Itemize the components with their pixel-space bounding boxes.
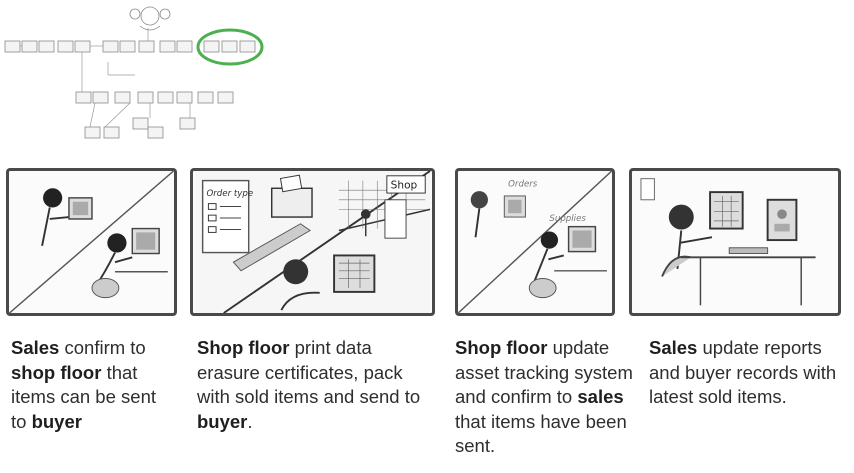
caption-step-4: Sales update reports and buyer records w… [649,336,849,410]
caption-4-part-1: Sales [649,337,698,358]
storyboard-panel-1 [6,168,177,316]
caption-2-part-3: buyer [197,410,248,432]
caption-step-1: Sales confirm to shop floor that items c… [11,336,176,434]
caption-2-part-2: print data erasure certificates, pack wi… [197,337,421,407]
sketch-label-orders: Orders [508,179,538,189]
sketch-shop-floor-print: Order type Shop [194,171,431,313]
caption-1-part-2: confirm to [59,337,146,358]
storyboard-overview [0,0,280,150]
sketch-label-order-type: Order type [206,189,253,199]
caption-3-part-3: sales [577,386,624,407]
caption-3-part-1: Shop floor [455,337,548,358]
caption-1-part-1: Sales [11,337,60,358]
caption-1-part-5: buyer [31,410,82,432]
storyboard-panel-2: Order type Shop [190,168,435,316]
caption-2-part-4: . [247,410,253,432]
caption-step-3: Shop floor update asset tracking system … [455,336,635,459]
sketch-shop-floor-update: Orders Supplies [458,171,612,313]
sketch-label-shop: Shop [391,179,418,191]
sketch-sales-update-reports [640,178,816,306]
caption-3-part-2: update asset tracking system and confirm… [455,337,633,407]
caption-1-part-3: shop floor [11,361,102,383]
sketch-sales-confirm [9,171,174,313]
caption-4-part-2: update reports and buyer records with la… [649,337,837,407]
caption-3-part-4: that items have been sent. [455,410,627,457]
sketch-label-supplies: Supplies [549,214,586,224]
caption-step-2: Shop floor print data erasure certificat… [197,336,433,434]
storyboard-panel-4 [629,168,841,316]
storyboard-overview-sketch [4,6,264,139]
caption-2-part-1: Shop floor [197,337,290,358]
highlight-circle [196,28,264,66]
caption-1-part-4: that items can be sent to [11,361,156,432]
storyboard-panel-3: Orders Supplies [455,168,615,316]
